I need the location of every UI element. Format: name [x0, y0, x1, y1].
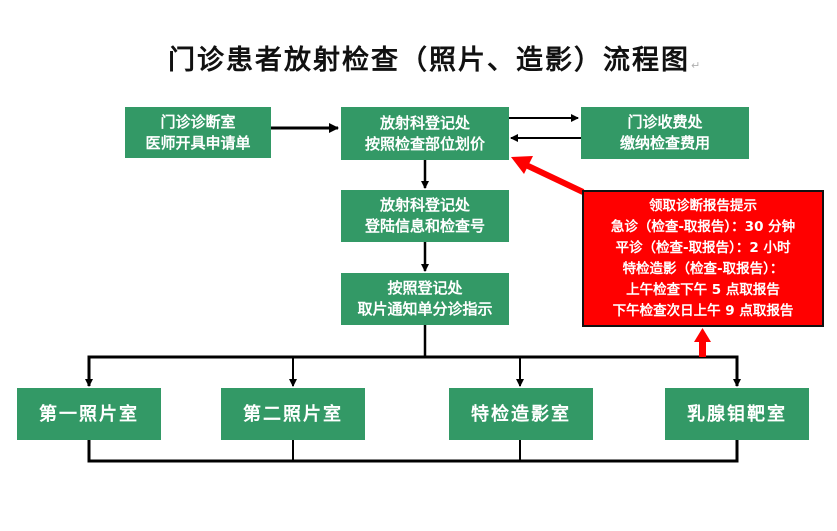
report-pickup-notice: 领取诊断报告提示 急诊（检查-取报告）：30 分钟 平诊（检查-取报告）：2 小…	[582, 190, 824, 327]
title-text: 门诊患者放射检查（照片、造影）流程图	[168, 45, 690, 76]
room-1-label: 第一照片室	[39, 403, 139, 425]
node-registration-info: 放射科登记处 登陆信息和检查号	[341, 190, 509, 242]
room-4-label: 乳腺钼靶室	[687, 403, 787, 425]
node-registration-info-line1: 放射科登记处	[379, 196, 470, 214]
notice-line-special: 特检造影（检查-取报告）：	[622, 260, 784, 277]
notice-heading: 领取诊断报告提示	[649, 197, 757, 214]
node-doctor-line2: 医师开具申请单	[145, 133, 251, 152]
red-arrowhead-to-registration	[511, 156, 533, 174]
room-2-label: 第二照片室	[243, 403, 343, 425]
node-registration-notice-line2: 取片通知单分诊指示	[357, 300, 493, 318]
node-registration-notice-line1: 按照登记处	[387, 279, 463, 297]
notice-line-regular: 平诊（检查-取报告）：2 小时	[615, 239, 791, 256]
room-1: 第一照片室	[17, 388, 161, 440]
notice-line-morning: 上午检查下午 5 点取报告	[626, 281, 780, 298]
room-3: 特检造影室	[449, 388, 593, 440]
node-doctor: 门诊诊断室 医师开具申请单	[125, 107, 271, 158]
paragraph-mark-icon: ↵	[691, 59, 703, 72]
room-4: 乳腺钼靶室	[665, 388, 809, 440]
red-arrowhead-up	[694, 328, 711, 342]
notice-line-emergency: 急诊（检查-取报告）：30 分钟	[610, 218, 796, 235]
room-2: 第二照片室	[221, 388, 365, 440]
node-registration-info-line2: 登陆信息和检查号	[364, 217, 485, 235]
red-arrow-shaft-up	[699, 340, 706, 357]
node-doctor-line1: 门诊诊断室	[160, 112, 236, 131]
room-3-label: 特检造影室	[471, 403, 571, 425]
notice-line-afternoon: 下午检查次日上午 9 点取报告	[612, 302, 794, 319]
page-title: 门诊患者放射检查（照片、造影）流程图↵	[168, 38, 702, 77]
node-registration-notice: 按照登记处 取片通知单分诊指示	[341, 273, 509, 325]
red-arrow-shaft-to-registration	[524, 162, 585, 195]
bottom-bus-line	[87, 439, 739, 463]
node-cashier-line1: 门诊收费处	[627, 113, 703, 131]
node-cashier-line2: 缴纳检查费用	[619, 134, 710, 152]
node-cashier: 门诊收费处 缴纳检查费用	[581, 107, 749, 159]
node-registration-pricing-line2: 按照检查部位划价	[364, 134, 485, 153]
node-registration-pricing-line1: 放射科登记处	[379, 113, 470, 132]
top-bus-line	[87, 355, 739, 386]
node-registration-pricing: 放射科登记处 按照检查部位划价	[341, 107, 509, 160]
